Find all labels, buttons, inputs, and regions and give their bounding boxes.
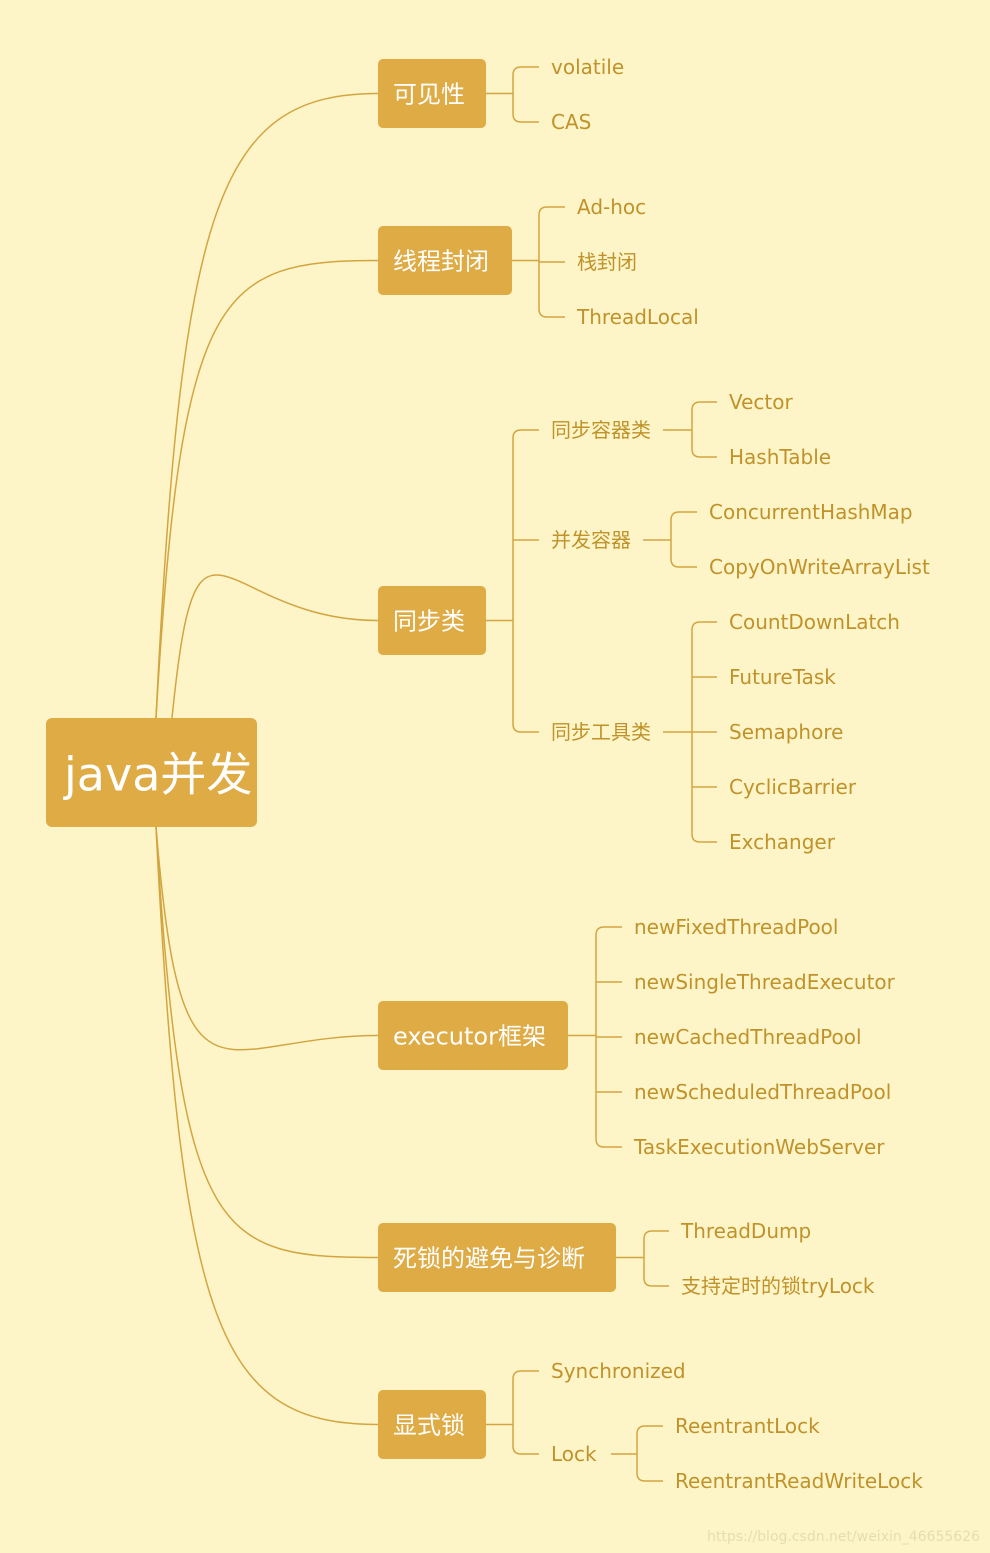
branch-3-sub-2-bracket — [670, 511, 697, 568]
branch-5-curve — [155, 826, 379, 1259]
branch-3-sub-1-bracket — [691, 401, 717, 458]
root-label: java并发 — [63, 748, 252, 802]
branch-3-sub-1-label: 同步容器类 — [551, 418, 651, 442]
branch-4-leaf-4: newScheduledThreadPool — [634, 1080, 891, 1104]
branch-3-sub-1-leaf-2: HashTable — [729, 445, 831, 469]
branch-3-sub-1-leaf-1: Vector — [729, 390, 794, 414]
branch-1-leaf-1: volatile — [551, 55, 624, 79]
branch-2-label: 线程封闭 — [393, 248, 489, 276]
branch-1-label: 可见性 — [393, 81, 465, 109]
branch-6-curve — [155, 826, 379, 1426]
branch-4-leaf-2: newSingleThreadExecutor — [634, 970, 896, 994]
branch-3-sub-3-leaf-3: Semaphore — [729, 720, 843, 744]
branch-3-sub-3-label: 同步工具类 — [551, 720, 651, 744]
branch-3-curve — [171, 574, 379, 719]
branch-3-bracket — [512, 429, 539, 733]
branch-2-leaf-1: Ad-hoc — [577, 195, 646, 219]
branch-6-bracket — [512, 1370, 539, 1455]
branch-6-label: 显式锁 — [393, 1412, 465, 1440]
branch-6-node — [378, 1390, 486, 1459]
branch-6-sub-2-bracket — [636, 1425, 663, 1482]
branch-3-sub-2-leaf-2: CopyOnWriteArrayList — [709, 555, 930, 579]
branch-1-node — [378, 59, 486, 128]
branch-3-sub-2-leaf-1: ConcurrentHashMap — [709, 500, 913, 524]
connectors — [155, 66, 717, 1482]
branch-1-leaf-2: CAS — [551, 110, 591, 134]
branch-4-label: executor框架 — [393, 1023, 546, 1051]
branch-4-curve — [155, 826, 379, 1051]
branch-4-node — [378, 1001, 568, 1070]
branch-3-node — [378, 586, 486, 655]
nodes — [46, 59, 616, 1459]
branch-3-sub-3-leaf-4: CyclicBarrier — [729, 775, 857, 799]
branch-3-label: 同步类 — [393, 608, 465, 636]
branch-5-node — [378, 1223, 616, 1292]
branch-2-node — [378, 226, 512, 295]
branch-5-leaf-1: ThreadDump — [680, 1219, 811, 1243]
branch-2-curve — [155, 259, 379, 719]
branch-6-sub-2-label: Lock — [551, 1442, 597, 1466]
branch-1-curve — [155, 92, 379, 719]
branch-4-leaf-5: TaskExecutionWebServer — [633, 1135, 885, 1159]
branch-5-bracket — [643, 1230, 669, 1287]
root-node — [46, 718, 257, 827]
branch-6-sub-2-leaf-1: ReentrantLock — [675, 1414, 820, 1438]
branch-6-sub-1-label: Synchronized — [551, 1359, 686, 1383]
branch-4-leaf-3: newCachedThreadPool — [634, 1025, 862, 1049]
branch-3-sub-2-label: 并发容器 — [551, 528, 631, 552]
watermark: https://blog.csdn.net/weixin_46655626 — [706, 1529, 980, 1545]
branch-5-label: 死锁的避免与诊断 — [393, 1245, 585, 1273]
branch-5-leaf-2: 支持定时的锁tryLock — [681, 1274, 875, 1298]
branch-3-sub-3-leaf-2: FutureTask — [729, 665, 836, 689]
branch-3-sub-3-leaf-5: Exchanger — [729, 830, 836, 854]
branch-6-sub-2-leaf-2: ReentrantReadWriteLock — [675, 1469, 923, 1493]
branch-3-sub-3-leaf-1: CountDownLatch — [729, 610, 900, 634]
branch-2-leaf-3: ThreadLocal — [576, 305, 699, 329]
branch-1-bracket — [512, 66, 539, 123]
branch-4-leaf-1: newFixedThreadPool — [634, 915, 838, 939]
branch-2-leaf-2: 栈封闭 — [577, 250, 637, 274]
